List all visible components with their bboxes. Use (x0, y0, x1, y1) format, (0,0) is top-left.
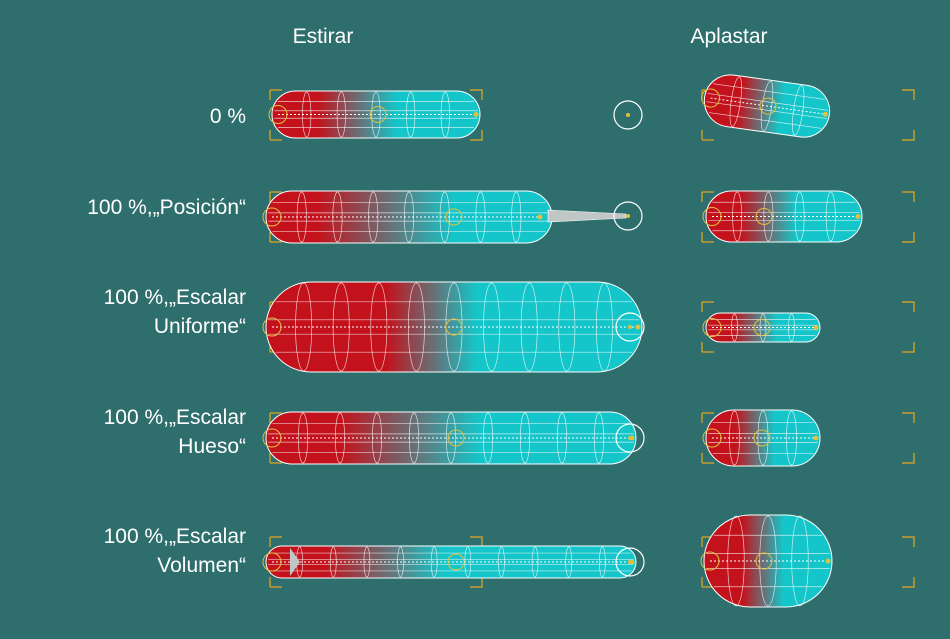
capsule-r3-stretch-wire-lat (268, 423, 634, 453)
capsule-r4-squash-joint-start (700, 551, 720, 571)
end-circle-r2 (615, 312, 645, 342)
capsule-r2-stretch-joint-end (635, 324, 641, 330)
row-label-1: 100 %,„Posición“ (87, 196, 246, 219)
bracket-r3-squash (701, 412, 915, 464)
bracket-r0-stretch (269, 89, 483, 141)
capsule-r0-squash-joint-end (822, 111, 828, 117)
bracket-r1-squash (701, 191, 915, 243)
capsule-r3-stretch-joint-start (262, 428, 282, 448)
capsule-r4-stretch (262, 545, 637, 579)
capsule-r3-stretch-body (265, 411, 637, 465)
row-label-0: 0 % (209, 105, 246, 128)
capsule-r1-squash (702, 190, 863, 243)
capsule-r2-stretch-wire-lat (268, 301, 640, 353)
capsule-r1-squash-joint-start (702, 207, 722, 226)
capsule-r3-squash-joint-end (813, 435, 819, 441)
capsule-r2-squash-body (705, 312, 821, 343)
end-circle-r4 (615, 547, 645, 577)
capsule-r4-stretch-body (265, 545, 637, 579)
capsule-r0-squash-joint-start (701, 88, 721, 108)
capsule-r2-squash-joint-mid (753, 319, 771, 336)
capsule-r0-stretch-joint-mid (369, 106, 387, 123)
capsule-r0-squash-joint-mid (759, 97, 777, 115)
capsule-r3-squash-body (705, 409, 821, 467)
capsule-r2-stretch-joint-start (262, 317, 282, 337)
end-circle-r0 (613, 100, 643, 130)
bracket-r2-squash (701, 301, 915, 353)
column-header-squash: Aplastar (690, 25, 768, 48)
capsule-r1-squash-wire-lat (708, 201, 860, 232)
capsule-r3-stretch-joint-mid (447, 429, 465, 447)
capsule-r1-squash-joint-mid (755, 208, 773, 225)
capsule-r2-squash-joint-start (702, 318, 722, 337)
capsule-r0-squash (701, 74, 831, 138)
capsule-r0-squash-bone (710, 97, 826, 115)
capsule-r1-stretch-joint-end (537, 214, 543, 220)
capsule-r1-stretch-wire-lat (268, 202, 550, 232)
capsule-r4-stretch-joint-mid (447, 553, 465, 571)
row-label-3: 100 %,„Escalar Hueso“ (103, 406, 246, 458)
capsule-r3-squash-joint-start (702, 428, 722, 448)
bracket-r4-stretch (269, 536, 483, 588)
capsule-r2-stretch-joint-mid (445, 318, 463, 336)
end-circle-r1 (613, 201, 643, 231)
capsule-r2-squash (702, 312, 821, 343)
capsule-r3-squash-wire-lat (708, 421, 818, 455)
capsule-r4-squash-joint-mid (755, 552, 773, 570)
capsule-r3-squash (702, 409, 821, 467)
bone-taper-r4 (290, 548, 300, 576)
capsule-r1-squash-joint-end (855, 214, 861, 219)
capsule-r0-stretch-joint-end (473, 112, 479, 117)
row-label-4: 100 %,„Escalar Volumen“ (103, 525, 246, 577)
capsule-r0-stretch-wire-lat (274, 100, 478, 129)
capsule-r3-squash-joint-mid (753, 429, 771, 447)
bone-stretch-r1 (547, 209, 627, 223)
capsule-r0-stretch-joint-start (268, 105, 288, 124)
capsule-r2-squash-joint-end (813, 325, 819, 330)
capsule-r4-squash-joint-end (825, 558, 831, 564)
column-header-stretch: Estirar (292, 25, 354, 48)
end-circle-r3 (615, 423, 645, 453)
capsule-r1-stretch-joint-start (262, 207, 282, 227)
capsule-r0-stretch (268, 90, 481, 139)
capsule-r0-squash-wire-lat (706, 83, 828, 129)
row-label-2: 100 %,„Escalar Uniforme“ (103, 286, 246, 338)
capsule-r1-stretch (262, 190, 553, 244)
capsule-r1-stretch-joint-mid (445, 208, 463, 226)
capsule-r3-stretch (262, 411, 637, 465)
capsule-r4-stretch-joint-start (262, 552, 282, 572)
capsule-r2-stretch (262, 281, 643, 373)
capsule-r4-squash (700, 514, 833, 608)
